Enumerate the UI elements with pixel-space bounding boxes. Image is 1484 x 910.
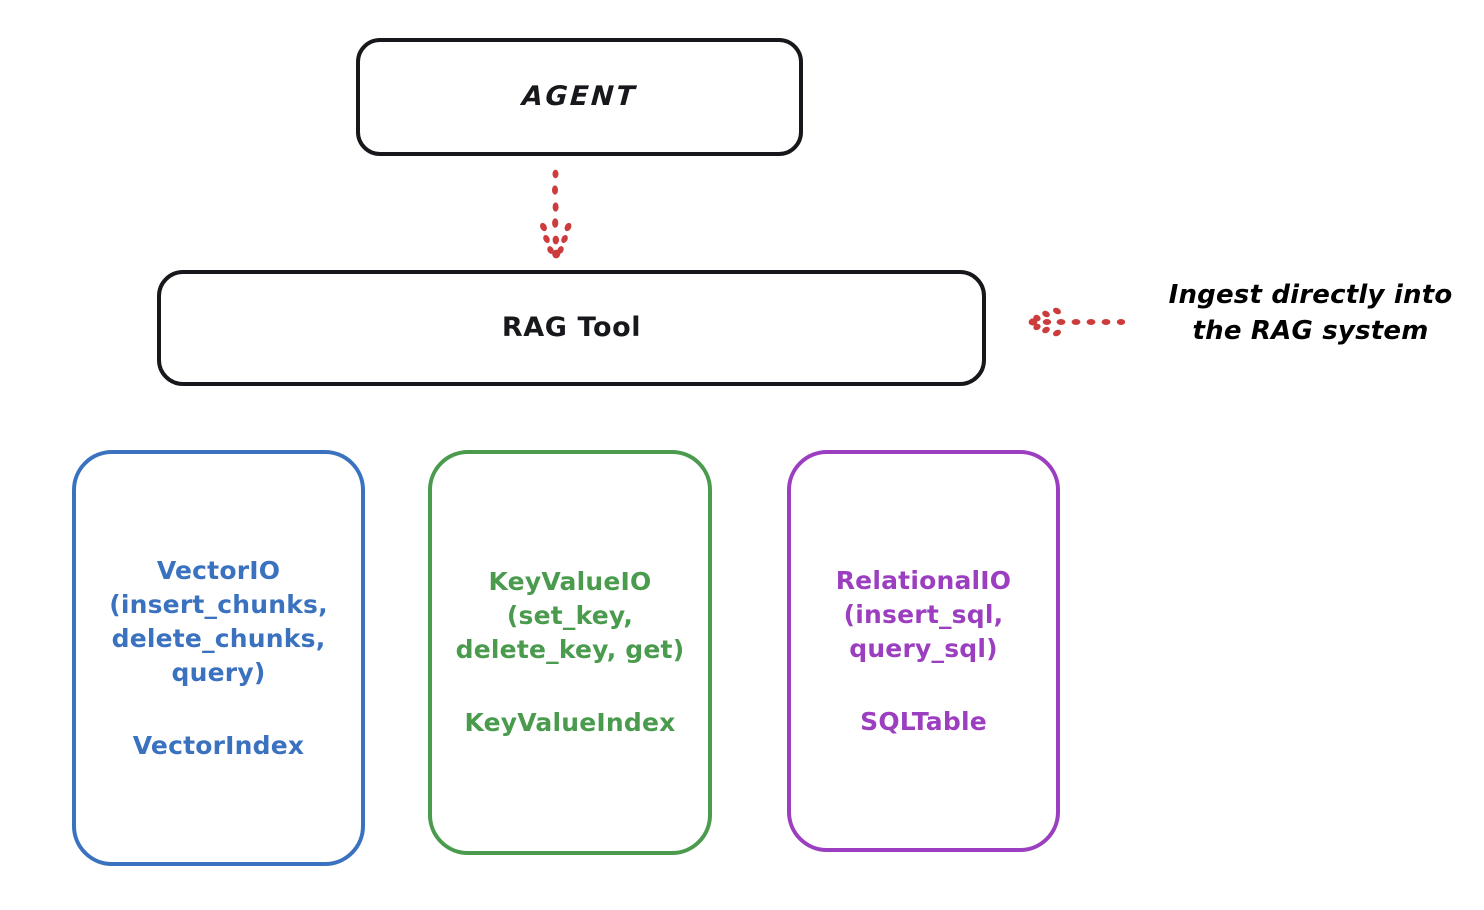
rag-tool-node[interactable]: RAG Tool: [157, 270, 986, 386]
vector-io-api-label: VectorIO (insert_chunks, delete_chunks, …: [109, 555, 328, 687]
agent-node-label: AGENT: [520, 80, 639, 112]
vector-io-index-label: VectorIndex: [132, 730, 305, 760]
agent-to-rag-tool-arrow: [540, 169, 572, 259]
vector-io-node[interactable]: VectorIO (insert_chunks, delete_chunks, …: [72, 450, 365, 866]
rag-tool-node-label: RAG Tool: [501, 311, 642, 343]
ingest-arrow: [1028, 307, 1126, 337]
relational-io-index-label: SQLTable: [860, 706, 987, 736]
key-value-io-node[interactable]: KeyValueIO (set_key, delete_key, get) Ke…: [428, 450, 712, 855]
key-value-io-index-label: KeyValueIndex: [464, 708, 676, 738]
relational-io-node[interactable]: RelationalIO (insert_sql, query_sql) SQL…: [787, 450, 1060, 852]
key-value-io-api-label: KeyValueIO (set_key, delete_key, get): [455, 567, 685, 665]
ingest-annotation-text: Ingest directly into the RAG system: [1168, 280, 1453, 346]
relational-io-api-label: RelationalIO (insert_sql, query_sql): [835, 565, 1012, 663]
agent-node[interactable]: AGENT: [356, 38, 803, 156]
